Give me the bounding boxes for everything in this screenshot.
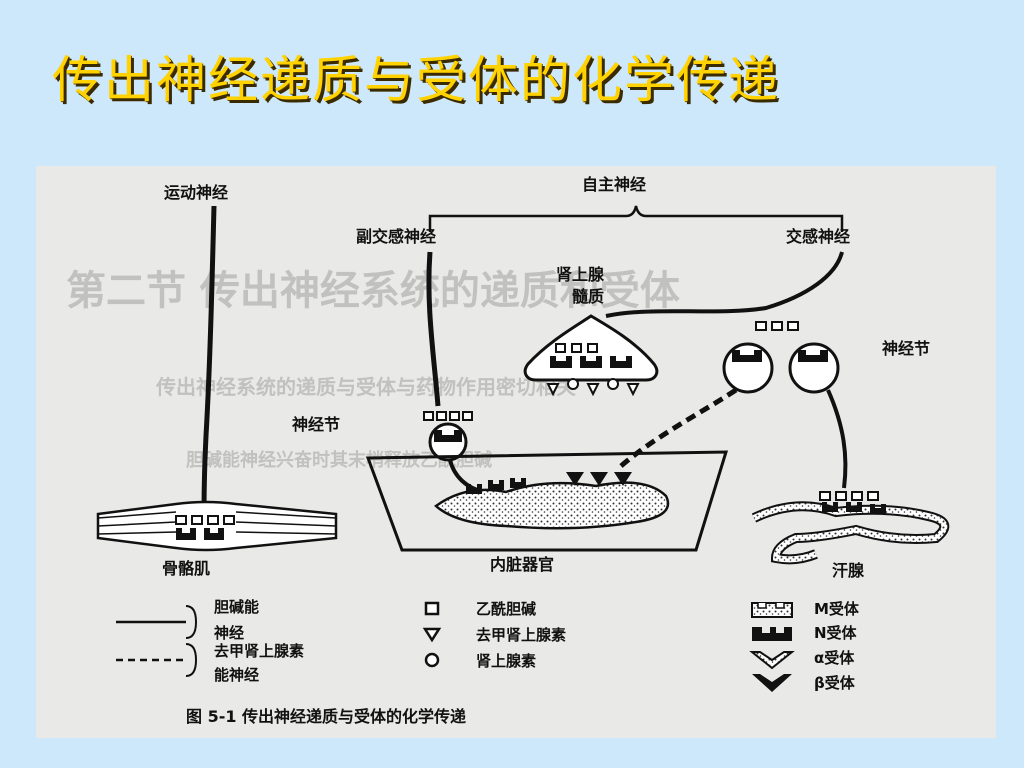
label-autonomic-nerve: 自主神经	[582, 175, 646, 194]
legend-adrenaline-symbol	[424, 652, 440, 668]
bleed-through-text: 第二节 传出神经系统的递质和受体 传出神经系统的递质与受体与药物作用密切相关 胆…	[66, 268, 680, 471]
label-skeletal-muscle: 骨骼肌	[162, 559, 210, 578]
ganglion-right-cell-2	[788, 342, 840, 394]
label-ganglion-right: 神经节	[882, 339, 930, 358]
adrenal-n-receptors	[550, 356, 632, 368]
legend-alpha-receptor: α受体	[814, 649, 855, 667]
legend: 胆碱能 神经 去甲肾上腺素 能神经 乙酰胆碱 去甲肾上腺素 肾上腺素 M受体 N…	[116, 598, 860, 692]
bleed-text-line: 胆碱能神经兴奋时其末梢释放乙酰胆碱	[185, 449, 492, 471]
visceral-tissue	[434, 481, 670, 530]
legend-adrenaline: 肾上腺素	[476, 652, 536, 670]
legend-brace-1	[185, 605, 198, 639]
sweat-gland-m-receptors	[822, 502, 886, 514]
noradrenergic-postganglionic-fiber	[619, 387, 738, 468]
skeletal-muscle-shape	[96, 500, 338, 552]
label-ganglion-left: 神经节	[292, 415, 340, 434]
legend-n-receptor-symbol	[752, 627, 792, 641]
visceral-organ-outline	[365, 450, 729, 552]
label-adrenal-medulla-1: 肾上腺	[556, 265, 605, 284]
label-parasympathetic: 副交感神经	[356, 227, 436, 246]
legend-acetylcholine: 乙酰胆碱	[476, 600, 536, 618]
legend-beta-receptor: β受体	[814, 674, 856, 692]
bleed-text-line: 传出神经系统的递质与受体与药物作用密切相关	[155, 375, 576, 399]
legend-n-receptor: N受体	[814, 624, 858, 642]
legend-noradrenergic-2: 能神经	[214, 666, 259, 684]
legend-noradrenergic-1: 去甲肾上腺素	[214, 642, 304, 660]
sweat-gland-ach-markers	[819, 491, 879, 501]
label-motor-nerve: 运动神经	[164, 183, 228, 202]
muscle-n-receptors	[176, 528, 224, 540]
muscle-ach-markers	[175, 515, 235, 525]
adrenal-release-markers	[546, 378, 640, 397]
adrenal-ach-markers	[555, 343, 598, 353]
sweat-gland: 汗腺	[751, 491, 950, 580]
legend-noradrenaline-symbol	[422, 627, 442, 643]
legend-noradrenaline: 去甲肾上腺素	[476, 626, 566, 644]
adrenal-medulla: 肾上腺 髓质	[523, 265, 659, 397]
legend-cholinergic-2: 神经	[214, 624, 244, 642]
ganglion-right-cell-1	[722, 342, 774, 394]
parasympathetic-pathway: 神经节	[292, 251, 485, 494]
diagram-figure: 第二节 传出神经系统的递质和受体 传出神经系统的递质与受体与药物作用密切相关 胆…	[36, 166, 996, 738]
visceral-adrenergic-receptors	[566, 472, 632, 486]
ganglion-left-n-receptor	[434, 430, 462, 442]
visceral-m-receptors	[466, 478, 526, 494]
sympathetic-to-adrenal-fiber	[605, 251, 844, 318]
legend-alpha-receptor-symbol	[749, 651, 795, 670]
label-adrenal-medulla-2: 髓质	[572, 287, 604, 306]
legend-m-receptor: M受体	[814, 600, 860, 618]
ganglion-right-n-receptors	[732, 350, 828, 362]
slide-title: 传出神经递质与受体的化学传递	[52, 51, 780, 109]
ganglion-left-ach-markers	[423, 411, 473, 421]
motor-nerve-fiber	[201, 205, 217, 515]
sympathetic-pathway: 神经节	[605, 251, 930, 489]
label-visceral-organ: 内脏器官	[490, 555, 554, 574]
motor-pathway: 运动神经 骨骼肌	[96, 183, 338, 578]
parasympathetic-preganglionic-fiber	[426, 251, 441, 407]
muscle-fibers	[97, 511, 337, 535]
figure-caption: 图 5-1 传出神经递质与受体的化学传递	[186, 707, 466, 726]
legend-acetylcholine-symbol	[424, 601, 440, 616]
autonomic-brace	[428, 205, 844, 232]
visceral-organ: 内脏器官	[365, 450, 729, 574]
legend-brace-2	[185, 643, 198, 677]
legend-beta-receptor-symbol	[752, 674, 792, 692]
ganglion-right-ach-markers	[755, 321, 799, 331]
autonomic-header: 自主神经 副交感神经 交感神经	[356, 175, 850, 246]
bleed-text-heading: 第二节 传出神经系统的递质和受体	[66, 268, 680, 314]
legend-cholinergic-1: 胆碱能	[214, 598, 259, 616]
sympathetic-cholinergic-fiber	[826, 389, 848, 489]
label-sympathetic: 交感神经	[786, 227, 850, 246]
label-sweat-gland: 汗腺	[832, 561, 865, 580]
legend-m-receptor-notches	[757, 603, 785, 609]
diagram-svg: 第二节 传出神经系统的递质和受体 传出神经系统的递质与受体与药物作用密切相关 胆…	[66, 175, 950, 726]
